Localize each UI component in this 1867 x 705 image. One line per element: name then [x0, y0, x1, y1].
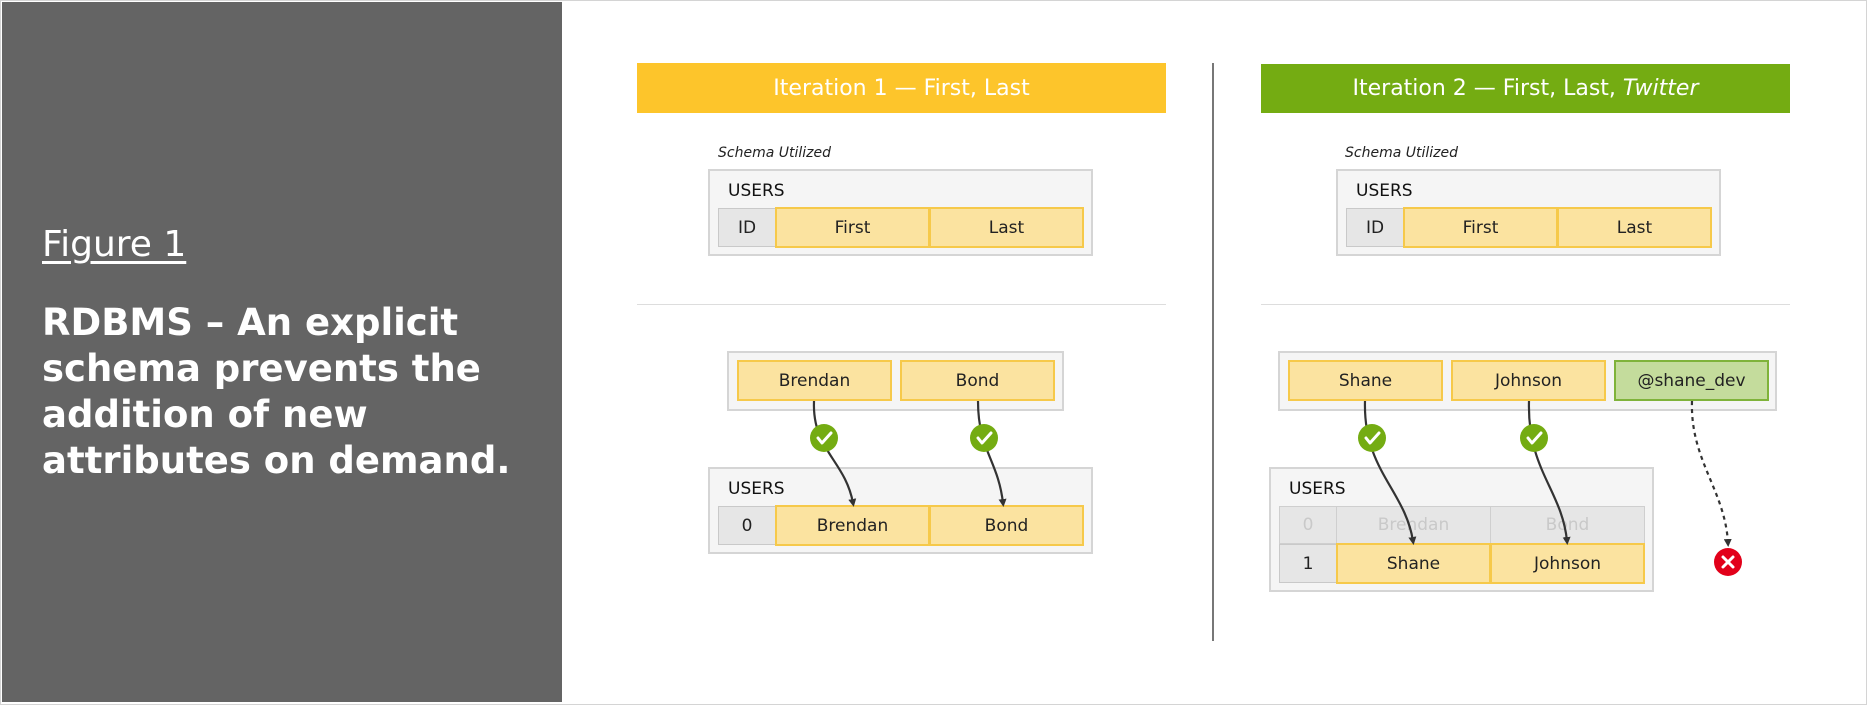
schema-label-2: Schema Utilized [1345, 145, 1458, 161]
input-field-last: Bond [900, 360, 1055, 401]
check-circle-icon [810, 424, 838, 452]
schema-table-title: USERS [1356, 181, 1413, 201]
figure-label: Figure 1 [42, 224, 187, 265]
schema-column-last: Last [929, 207, 1084, 248]
result-table-title: USERS [728, 479, 785, 499]
schema-column-first: First [1403, 207, 1558, 248]
iteration2-banner-text: Iteration 2 — First, Last, [1352, 76, 1623, 101]
x-circle-icon [1714, 548, 1742, 576]
schema-column-first: First [775, 207, 930, 248]
input-field-first: Shane [1288, 360, 1443, 401]
iteration-divider [1212, 63, 1214, 641]
check-circle-icon [970, 424, 998, 452]
figure-caption: RDBMS – An explicit schema prevents the … [42, 301, 511, 482]
connector-arrow [1527, 400, 1571, 545]
caption-panel: Figure 1 RDBMS – An explicit schema prev… [2, 2, 562, 702]
input-field-last: Johnson [1451, 360, 1606, 401]
iteration1-banner: Iteration 1 — First, Last [637, 63, 1166, 113]
section-divider-2 [1261, 304, 1790, 305]
result-table-title: USERS [1289, 479, 1346, 499]
schema-column-last: Last [1557, 207, 1712, 248]
schema-table-title: USERS [728, 181, 785, 201]
rejected-connector-arrow [1690, 400, 1732, 547]
check-circle-icon [1358, 424, 1386, 452]
schema-column-id: ID [1346, 208, 1404, 247]
result-row-1-last: Johnson [1490, 543, 1645, 584]
connector-arrow [976, 400, 1007, 507]
section-divider-1 [637, 304, 1166, 305]
iteration2-banner: Iteration 2 — First, Last, Twitter [1261, 64, 1790, 113]
connector-arrow [1363, 400, 1417, 545]
iteration2-banner-emphasis: Twitter [1622, 76, 1699, 101]
schema-column-id: ID [718, 208, 776, 247]
result-row-1-first: Shane [1336, 543, 1491, 584]
result-row-1-id: 1 [1279, 544, 1337, 583]
schema-label-1: Schema Utilized [718, 145, 831, 161]
connector-arrow [812, 400, 857, 507]
result-row-0-id: 0 [1279, 506, 1337, 544]
input-field-twitter: @shane_dev [1614, 360, 1769, 401]
check-circle-icon [1520, 424, 1548, 452]
input-field-first: Brendan [737, 360, 892, 401]
